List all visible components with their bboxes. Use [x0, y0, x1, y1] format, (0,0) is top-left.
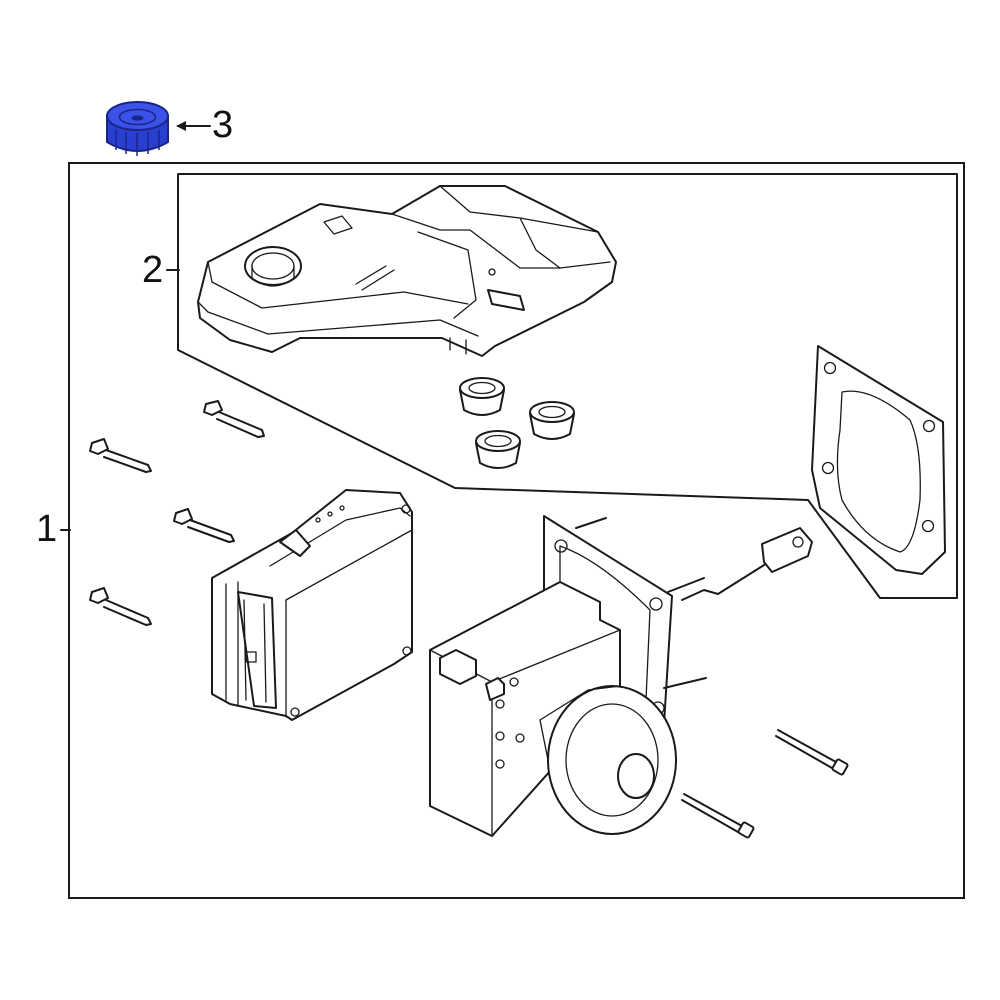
mounting-bolt-4[interactable]	[89, 587, 152, 626]
callout-3-arrowhead	[176, 121, 186, 131]
brake-booster-assembly[interactable]	[429, 515, 813, 837]
hydraulic-unit-bolt-1[interactable]	[775, 729, 849, 776]
brake-fluid-reservoir[interactable]	[197, 185, 617, 357]
mounting-bolt-1[interactable]	[203, 400, 265, 438]
callout-3: 3	[212, 104, 234, 146]
mounting-bolt-3[interactable]	[173, 508, 235, 543]
hydraulic-unit-bolt-2[interactable]	[681, 793, 755, 839]
booster-gasket[interactable]	[811, 345, 946, 575]
abs-control-module[interactable]	[211, 489, 413, 721]
reservoir-grommet-2[interactable]	[529, 401, 575, 440]
reservoir-cap[interactable]	[106, 101, 169, 156]
mounting-bolt-2[interactable]	[89, 438, 152, 473]
callout-2: 2	[142, 249, 164, 291]
reservoir-grommet-1[interactable]	[459, 377, 505, 416]
callout-1: 1	[36, 508, 58, 550]
reservoir-grommet-3[interactable]	[475, 430, 521, 469]
reservoir-group-frame	[177, 173, 958, 599]
